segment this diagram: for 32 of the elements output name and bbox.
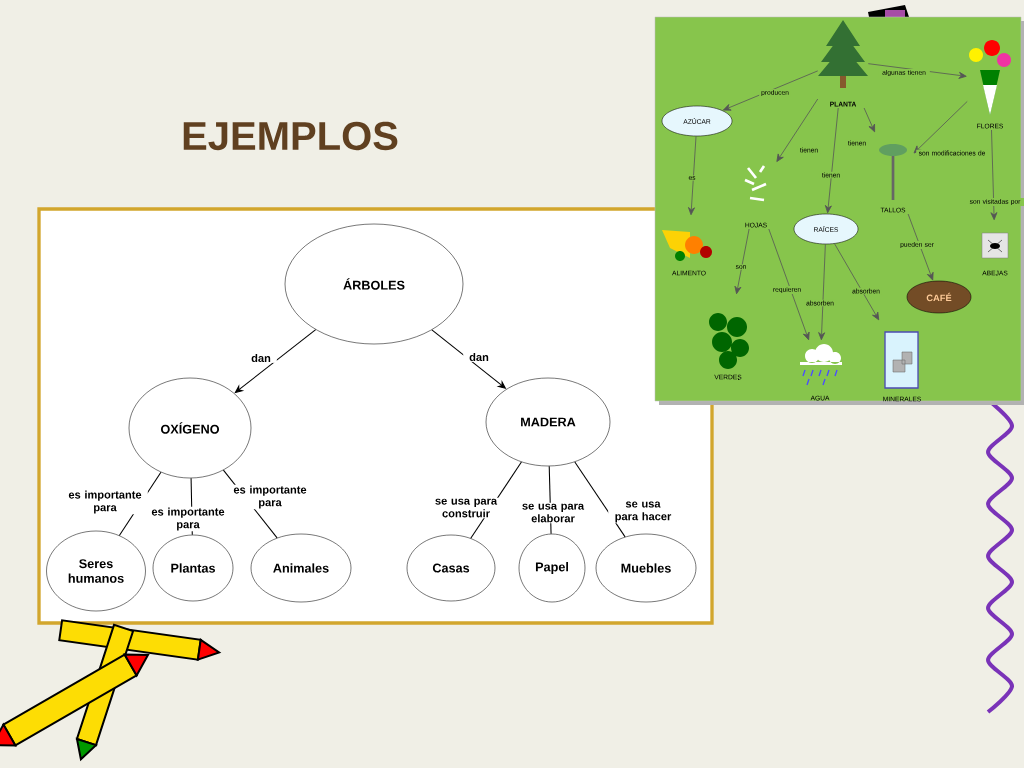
edge-label: se usa para elaborar xyxy=(512,502,594,524)
ellipse-node: Plantas xyxy=(152,534,234,602)
arrow xyxy=(723,70,819,111)
arrow xyxy=(824,107,839,214)
arrow xyxy=(834,243,880,321)
arrow xyxy=(734,228,750,295)
arrow xyxy=(913,101,968,154)
ellipse-node: Seres humanos xyxy=(46,530,146,612)
arrow xyxy=(818,243,826,341)
edge-label: es importante para xyxy=(62,489,148,515)
ellipse-node: Papel xyxy=(518,533,586,603)
arrow xyxy=(768,228,810,341)
arrow xyxy=(990,129,998,221)
arrow xyxy=(863,107,876,133)
ellipse-node: Muebles xyxy=(595,533,697,603)
ellipse-node: MADERA xyxy=(485,377,611,467)
arrow xyxy=(867,63,967,79)
ellipse-node: OXÍGENO xyxy=(128,377,252,479)
arrow xyxy=(688,135,697,216)
edge-label: se usa para construir xyxy=(427,497,505,519)
ellipse-node: Animales xyxy=(250,533,352,603)
title: EJEMPLOS xyxy=(183,121,398,151)
arrow xyxy=(776,98,819,162)
edge-label: dan xyxy=(463,352,495,362)
edge-label: se usa para hacer xyxy=(608,500,678,524)
ellipse-node: CAFÉ xyxy=(906,280,972,314)
ellipse-node: Casas xyxy=(406,534,496,602)
ellipse-node: ÁRBOLES xyxy=(284,223,464,345)
edge-label: es importante para xyxy=(145,506,231,532)
edge-label: es importante para xyxy=(227,484,313,510)
arrow xyxy=(907,213,934,281)
edge-label: dan xyxy=(245,353,277,363)
